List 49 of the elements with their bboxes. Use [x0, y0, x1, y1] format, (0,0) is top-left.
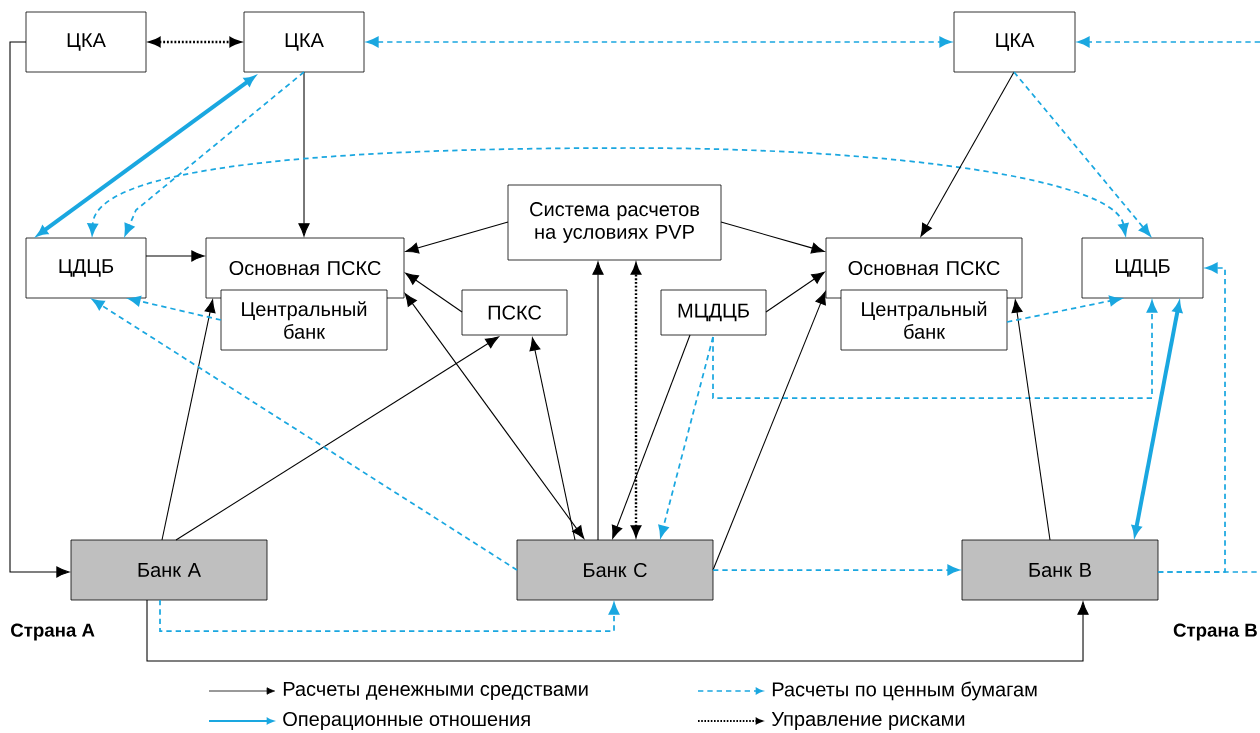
arrow [404, 293, 585, 539]
arrow [128, 295, 222, 321]
arrow [159, 599, 620, 632]
arrow [712, 564, 960, 576]
legend-label: Расчеты денежными средствами [283, 682, 588, 700]
arrow [87, 147, 1129, 236]
arrow [712, 291, 826, 571]
arrow [1013, 71, 1151, 237]
arrow [9, 41, 70, 578]
arrow [91, 298, 518, 571]
arrow [175, 336, 499, 541]
legend-label: Операционные отношения [283, 711, 530, 731]
legend-label: Расчеты по ценным бумагам [772, 681, 1037, 701]
process-box: ЦКА [953, 11, 1076, 73]
bank-box: Банк А [70, 539, 268, 601]
arrow [1011, 299, 1051, 541]
country-label: Страна А [11, 623, 95, 641]
legend-label: Управление рисками [771, 712, 965, 730]
arrow [146, 599, 1089, 662]
arrow [720, 221, 825, 254]
arrow [592, 261, 604, 541]
process-box: ЦКА [25, 11, 147, 73]
arrow [765, 271, 825, 313]
arrow [658, 336, 714, 538]
process-box: ПСКС [461, 289, 568, 336]
arrow [149, 37, 241, 47]
process-box: Система расчетов на условиях PVP [507, 184, 722, 261]
arrow [712, 300, 1158, 399]
process-box: ЦДЦБ [25, 237, 147, 299]
arrow [366, 36, 952, 48]
arrow [145, 250, 205, 262]
arrow [1077, 36, 1260, 48]
process-box: ЦДЦБ [1081, 237, 1204, 299]
arrow [298, 71, 310, 237]
arrow [405, 221, 509, 254]
arrow [1006, 295, 1122, 323]
arrow [611, 334, 691, 539]
process-box: МЦДЦБ [660, 289, 767, 336]
bank-box: Банк С [516, 539, 714, 601]
arrow [161, 299, 216, 541]
process-box: Центральный банк [840, 289, 1008, 351]
arrow [405, 272, 463, 313]
process-box: Центральный банк [220, 289, 388, 351]
country-label: Страна В [1173, 623, 1257, 641]
process-box: ЦКА [243, 11, 365, 73]
arrow [920, 71, 1015, 237]
arrow [631, 263, 642, 537]
bank-box: Банк В [961, 539, 1159, 601]
arrow [529, 337, 576, 541]
